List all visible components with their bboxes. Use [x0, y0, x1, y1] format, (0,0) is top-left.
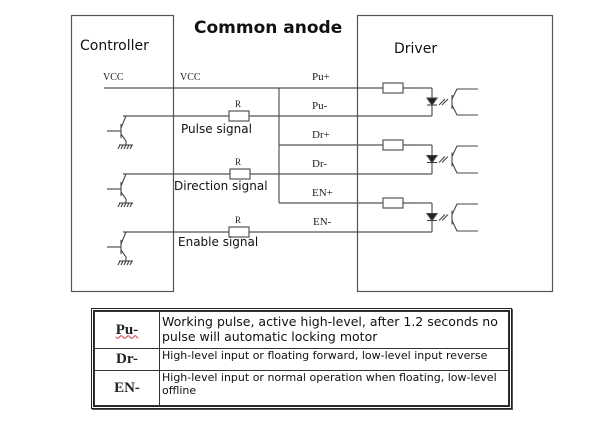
driver-resistor-dr	[382, 139, 404, 151]
legend-code-text: Dr-	[116, 351, 138, 367]
terminal-pu-plus: Pu+	[312, 71, 330, 83]
terminal-dr-minus: Dr-	[312, 158, 327, 170]
npn-transistor-icon	[107, 231, 133, 266]
resistor-enable	[228, 226, 250, 238]
led-icon	[425, 154, 439, 164]
driver-label: Driver	[394, 41, 437, 57]
diagram-title: Common anode	[194, 18, 342, 38]
legend-row: EN- High-level input or normal operation …	[94, 370, 509, 406]
legend-code: EN-	[94, 370, 160, 406]
resistor-pulse	[228, 110, 250, 122]
enable-signal-label: Enable signal	[178, 235, 258, 249]
legend-code-text: EN-	[114, 379, 140, 396]
npn-transistor-icon	[107, 115, 133, 150]
controller-label: Controller	[80, 38, 149, 54]
terminal-en-minus: EN-	[313, 216, 332, 228]
controller-box	[70, 14, 175, 293]
resistor-label-direction: R	[235, 157, 241, 167]
direction-signal-label: Direction signal	[174, 179, 268, 193]
resistor-label-enable: R	[235, 215, 241, 225]
optocoupler	[425, 203, 478, 232]
led-icon	[425, 97, 439, 106]
light-arrow-icon	[438, 156, 446, 163]
pulse-signal-label: Pulse signal	[181, 122, 252, 136]
legend-code-text: Pu-	[115, 321, 139, 338]
resistor-direction	[229, 168, 251, 180]
driver-resistor-pu	[382, 82, 404, 94]
signal-legend-table: Pu- Working pulse, active high-level, aft…	[91, 308, 512, 409]
legend-code: Pu-	[94, 311, 160, 349]
legend-description: High-level input or floating forward, lo…	[159, 348, 509, 371]
led-icon	[425, 212, 439, 222]
legend-row: Dr- High-level input or floating forward,…	[94, 348, 509, 371]
light-arrow-icon	[438, 214, 446, 221]
resistor-label-pulse: R	[235, 99, 241, 109]
driver-box	[356, 14, 554, 293]
driver-resistor-en	[382, 197, 404, 209]
terminal-en-plus: EN+	[312, 187, 333, 199]
optocoupler	[425, 88, 478, 116]
light-arrow-icon	[438, 98, 446, 106]
controller-transistors	[107, 115, 133, 266]
controller-vcc-label: VCC	[103, 72, 124, 83]
legend-row: Pu- Working pulse, active high-level, aft…	[94, 311, 509, 349]
optocoupler	[425, 145, 478, 174]
bus-vcc-label: VCC	[180, 72, 201, 83]
legend-code: Dr-	[94, 348, 160, 371]
npn-transistor-icon	[107, 173, 133, 208]
terminal-pu-minus: Pu-	[312, 100, 328, 112]
legend-description: High-level input or normal operation whe…	[159, 370, 509, 406]
legend-description: Working pulse, active high-level, after …	[159, 311, 509, 349]
optocouplers	[425, 88, 478, 232]
terminal-dr-plus: Dr+	[312, 129, 330, 141]
